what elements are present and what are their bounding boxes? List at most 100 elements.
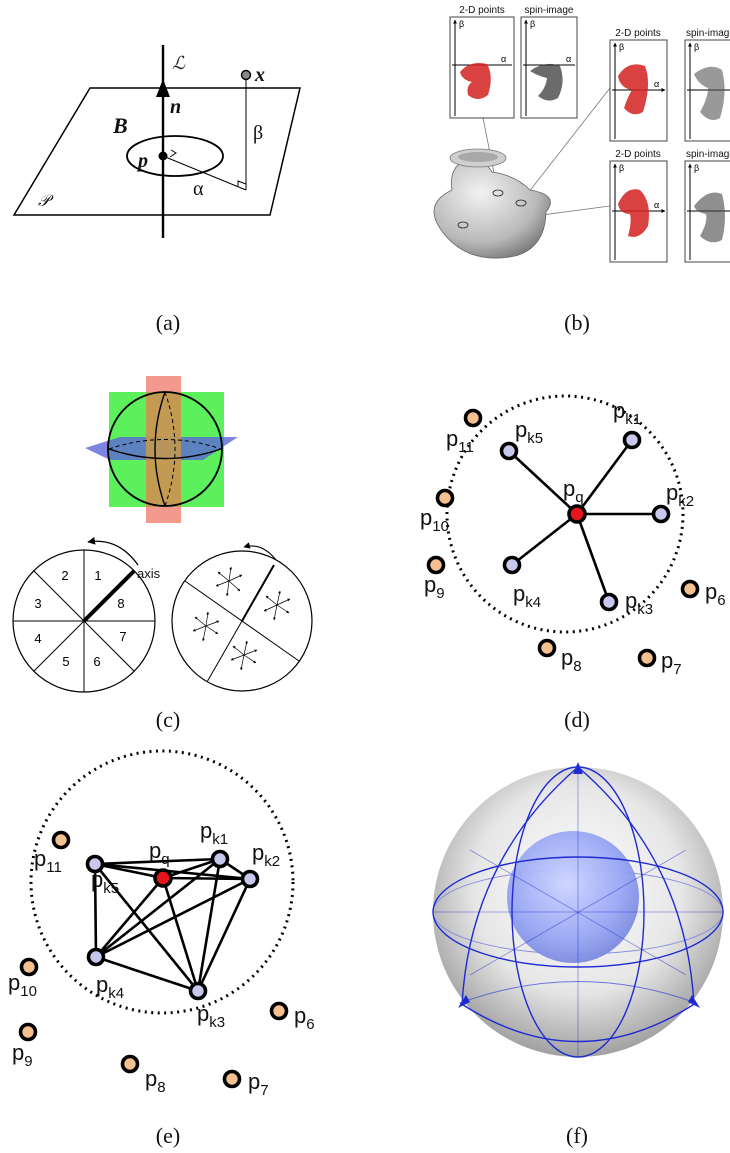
caption-f: (f) xyxy=(566,1123,588,1148)
svg-text:spin-image: spin-image xyxy=(686,28,730,39)
red-point-cloud xyxy=(618,64,649,115)
spin-box-2: spin-image β xyxy=(684,28,730,142)
neighborhood-radius xyxy=(29,749,295,1015)
alpha-label: α xyxy=(193,178,204,200)
point-label: p7 xyxy=(248,1069,269,1099)
axis-label: axis xyxy=(137,566,161,581)
point-label: pk4 xyxy=(96,972,124,1002)
point-label: pk3 xyxy=(625,588,653,618)
panel-a-diagram: ℒ x n B p β α 𝒫 xyxy=(12,45,301,238)
svg-text:2-D points: 2-D points xyxy=(615,149,661,160)
rotation-arrow xyxy=(243,542,277,561)
edge xyxy=(94,857,221,866)
points-box-1: 2-D points β α xyxy=(449,5,515,119)
neighborhood-radius xyxy=(445,394,685,634)
point-label: p9 xyxy=(12,1040,33,1070)
point-marker xyxy=(463,408,483,428)
caption-e: (e) xyxy=(156,1123,180,1148)
b-circle xyxy=(126,135,224,177)
caption-d: (d) xyxy=(564,707,590,732)
svg-text:β: β xyxy=(459,19,464,29)
svg-text:α: α xyxy=(654,200,659,210)
edge xyxy=(93,863,200,992)
sector-circle: axis 1 2 3 4 5 6 7 8 xyxy=(12,537,161,693)
alpha-line xyxy=(162,155,247,191)
point-marker xyxy=(567,504,587,524)
point-label: pq xyxy=(149,838,170,868)
point-label: pq xyxy=(563,476,584,506)
svg-text:α: α xyxy=(654,79,659,89)
point-marker xyxy=(680,579,700,599)
spin-box-3: spin-image β xyxy=(684,149,730,263)
svg-text:α: α xyxy=(566,54,571,64)
spin-image-blob xyxy=(694,66,725,120)
point-marker xyxy=(153,868,173,888)
gradient-arrows xyxy=(192,566,291,671)
gradient-circle xyxy=(171,542,313,692)
svg-text:β: β xyxy=(694,42,699,52)
point-marker xyxy=(599,592,619,612)
edge xyxy=(95,877,164,958)
sector-label: 1 xyxy=(94,568,101,583)
point-marker xyxy=(502,555,522,575)
panel-f-diagram xyxy=(432,762,724,1058)
points-box-3: 2-D points β α xyxy=(609,149,668,263)
point-marker xyxy=(51,830,71,850)
point-marker xyxy=(19,957,39,977)
point-marker xyxy=(188,981,208,1001)
sector-label: 5 xyxy=(62,654,69,669)
point-marker xyxy=(240,869,260,889)
point-marker xyxy=(651,504,671,524)
svg-text:β: β xyxy=(619,42,624,52)
point-marker xyxy=(637,648,657,668)
beta-label: β xyxy=(253,122,263,144)
axis-arrow-right xyxy=(688,995,700,1008)
axis-line xyxy=(82,569,136,623)
red-point-cloud xyxy=(618,189,649,237)
point-x xyxy=(240,69,252,81)
panel-b-diagram: 2-D points β α spin-image β α 2-D points… xyxy=(433,5,730,263)
edge xyxy=(93,863,98,958)
brown-plane xyxy=(146,392,181,507)
caption-c: (c) xyxy=(156,707,180,732)
point-label: p7 xyxy=(661,648,682,678)
point-label: pk5 xyxy=(515,417,543,447)
rotation-arrow xyxy=(87,537,139,566)
right-angle-marker-p xyxy=(169,149,177,158)
point-marker xyxy=(426,555,446,575)
point-label: pk1 xyxy=(200,818,228,848)
edge xyxy=(196,878,252,992)
point-label: pk2 xyxy=(252,840,280,870)
inner-sphere xyxy=(507,831,639,963)
sector-label: 4 xyxy=(34,631,41,646)
sector-label: 6 xyxy=(93,654,100,669)
svg-text:spin-image: spin-image xyxy=(686,149,730,160)
point-marker xyxy=(269,1001,289,1021)
p-label: p xyxy=(136,150,148,172)
point-marker xyxy=(210,849,230,869)
point-label: p10 xyxy=(420,505,449,535)
point-marker xyxy=(499,441,519,461)
red-point-cloud xyxy=(460,63,491,99)
spin-image-blob xyxy=(694,192,725,243)
edge xyxy=(508,450,578,515)
edge xyxy=(95,877,251,959)
axis-arrow-top xyxy=(573,762,583,774)
sector-label: 2 xyxy=(61,568,68,583)
caption-a: (a) xyxy=(156,310,180,335)
edge xyxy=(511,512,578,567)
spin-image-blob xyxy=(530,63,563,101)
panel-c-diagram: axis 1 2 3 4 5 6 7 8 xyxy=(12,376,313,693)
line-l-label: ℒ xyxy=(172,53,186,73)
edge xyxy=(161,877,200,992)
point-label: p6 xyxy=(705,579,726,609)
edge xyxy=(575,513,611,603)
point-label: p11 xyxy=(34,846,62,876)
point-marker xyxy=(435,488,455,508)
point-label: pk2 xyxy=(666,480,694,510)
svg-text:2-D points: 2-D points xyxy=(459,5,505,16)
point-marker xyxy=(18,1022,38,1042)
svg-text:2-D points: 2-D points xyxy=(615,28,661,39)
point-marker xyxy=(537,638,557,658)
